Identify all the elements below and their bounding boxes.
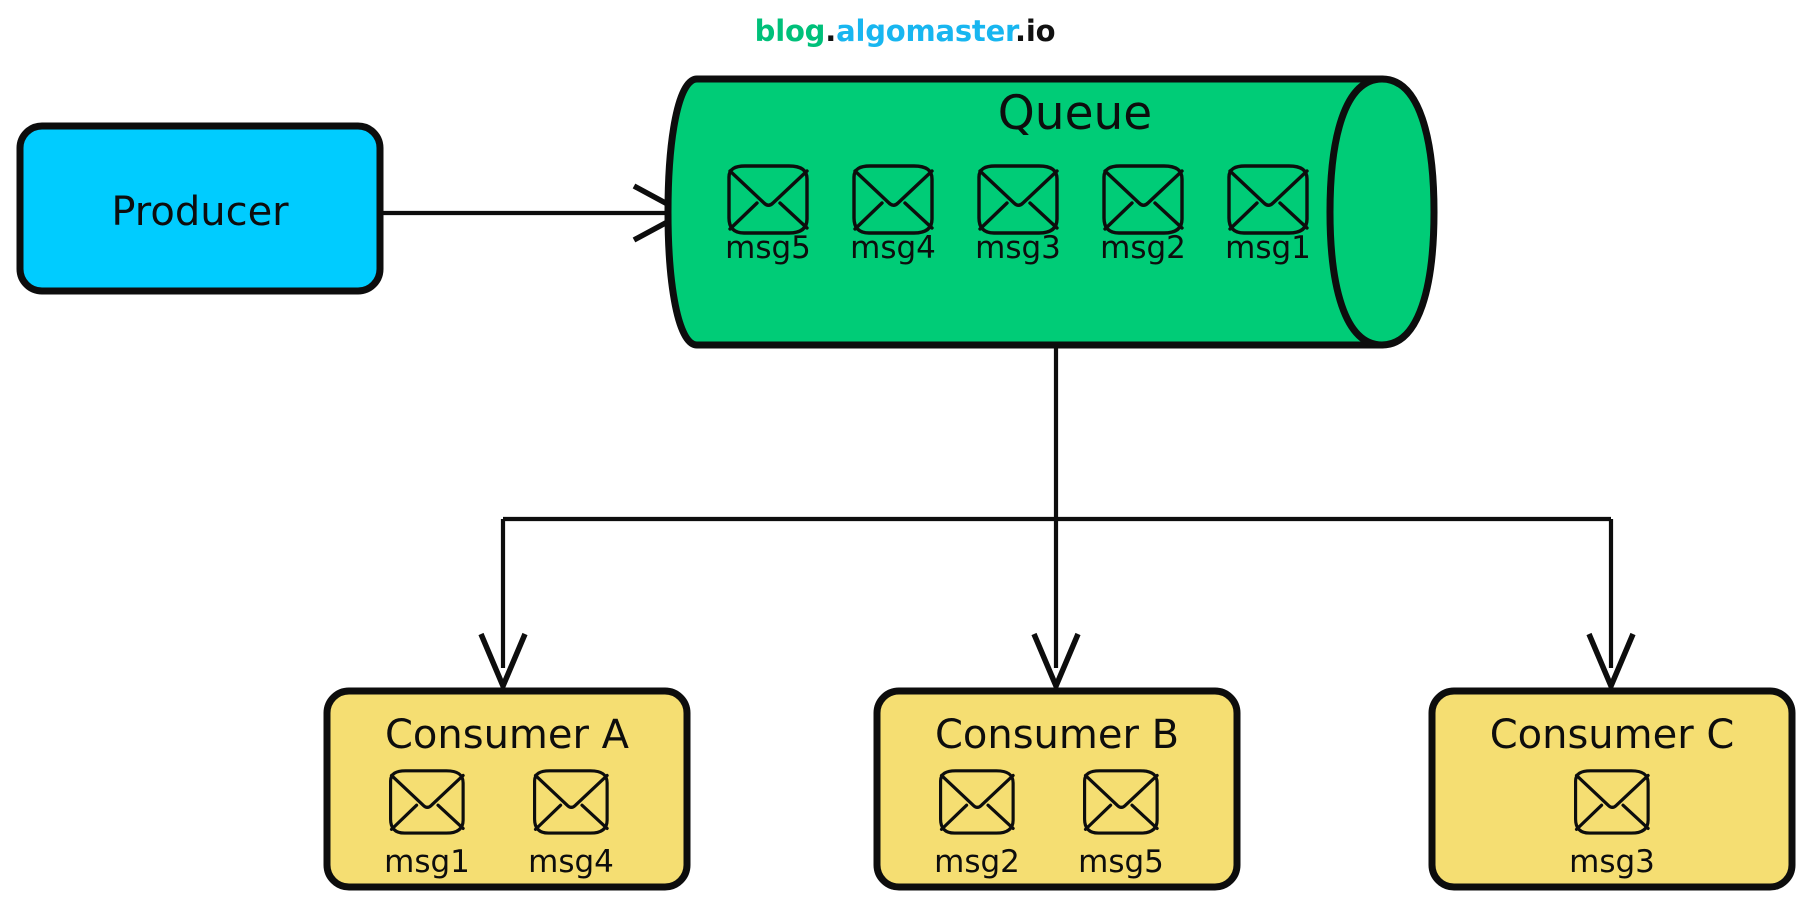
- consumer-message-label: msg4: [528, 844, 614, 880]
- consumer-b-box[interactable]: [873, 687, 1241, 891]
- consumer-a-box[interactable]: [323, 687, 691, 891]
- queue-cylinder-cap: [1326, 75, 1386, 349]
- consumer-a-label: Consumer A: [385, 712, 630, 758]
- queue-title: Queue: [998, 86, 1152, 141]
- queue-message-label: msg4: [850, 230, 936, 266]
- consumer-a-message-1[interactable]: msg4: [528, 769, 614, 880]
- consumer-c-node[interactable]: Consumer C msg3: [1428, 687, 1796, 891]
- consumer-c-box[interactable]: [1428, 687, 1796, 891]
- consumer-b-label: Consumer B: [935, 712, 1179, 758]
- consumer-b-message-0[interactable]: msg2: [934, 769, 1020, 880]
- queue-message-label: msg3: [975, 230, 1061, 266]
- queue-message-2[interactable]: msg3: [975, 164, 1061, 266]
- consumer-c-label: Consumer C: [1490, 712, 1735, 758]
- producer-box[interactable]: [16, 122, 384, 295]
- queue-message-label: msg1: [1225, 230, 1311, 266]
- consumer-b-node[interactable]: Consumer B msg2 msg5: [873, 687, 1241, 891]
- consumer-a-node[interactable]: Consumer A msg1 msg4: [323, 687, 691, 891]
- queue-message-label: msg5: [725, 230, 811, 266]
- queue-message-0[interactable]: msg5: [725, 164, 811, 266]
- edge-producer-to-queue: [381, 183, 690, 243]
- queue-message-label: msg2: [1100, 230, 1186, 266]
- queue-message-3[interactable]: msg2: [1100, 164, 1186, 266]
- queue-message-4[interactable]: msg1: [1225, 164, 1311, 266]
- queue-node[interactable]: Queue msg5 msg4 msg3 msg2 msg1: [664, 75, 1438, 349]
- edge-queue-fanout: [478, 345, 1636, 694]
- consumer-message-label: msg1: [384, 844, 470, 880]
- producer-node[interactable]: Producer: [16, 122, 384, 295]
- producer-label: Producer: [111, 189, 289, 235]
- queue-message-1[interactable]: msg4: [850, 164, 936, 266]
- consumer-message-label: msg3: [1569, 844, 1655, 880]
- consumer-message-label: msg5: [1078, 844, 1164, 880]
- consumer-c-message-0[interactable]: msg3: [1569, 769, 1655, 880]
- consumer-b-message-1[interactable]: msg5: [1078, 769, 1164, 880]
- consumer-message-label: msg2: [934, 844, 1020, 880]
- consumer-a-message-0[interactable]: msg1: [384, 769, 470, 880]
